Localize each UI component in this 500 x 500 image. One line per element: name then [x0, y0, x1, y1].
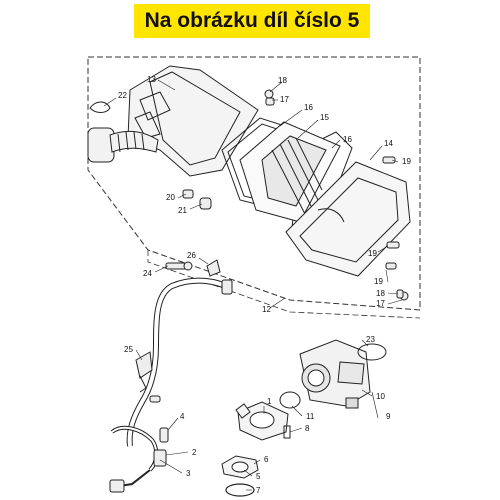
callout-11: 11	[306, 412, 315, 421]
callout-6: 6	[264, 455, 269, 464]
callout-19-top: 19	[402, 157, 411, 166]
callout-18-top: 18	[278, 76, 287, 85]
callout-9: 9	[386, 412, 391, 421]
callout-10: 10	[376, 392, 385, 401]
o-ring-part	[225, 483, 255, 497]
callout-19-bottom: 19	[374, 277, 383, 286]
hose-clip-parts	[149, 279, 233, 403]
callout-labels: 13 22 18 17 16 15 16 14 19 20 21 19 24 2…	[118, 75, 411, 495]
callout-8: 8	[305, 424, 310, 433]
callout-23: 23	[366, 335, 375, 344]
throttle-sensor-hose-parts	[109, 425, 169, 493]
callout-15: 15	[320, 113, 329, 122]
callout-17-top: 17	[280, 95, 289, 104]
air-filter-case-part	[127, 65, 259, 177]
intake-duct-part	[87, 101, 159, 163]
callout-14: 14	[384, 139, 393, 148]
callout-26: 26	[187, 251, 196, 260]
page-title: Na obrázku díl číslo 5	[144, 9, 360, 32]
callout-2: 2	[192, 448, 197, 457]
callout-16-right: 16	[343, 135, 352, 144]
callout-19-middle: 19	[368, 249, 377, 258]
drain-plug-parts	[182, 189, 212, 210]
callout-16-left: 16	[304, 103, 313, 112]
callout-3: 3	[186, 469, 191, 478]
callout-20: 20	[166, 193, 175, 202]
callout-22: 22	[118, 91, 127, 100]
callout-17-bottom: 17	[376, 299, 385, 308]
callout-12: 12	[262, 305, 271, 314]
callout-21: 21	[178, 206, 187, 215]
callout-1: 1	[267, 397, 272, 406]
callout-7: 7	[256, 486, 261, 495]
leader-lines	[103, 79, 403, 491]
bolt-part	[165, 261, 193, 271]
callout-4: 4	[180, 412, 185, 421]
filter-element-part	[239, 121, 341, 223]
callout-18-bottom: 18	[376, 289, 385, 298]
callout-5: 5	[256, 472, 261, 481]
title-banner-background	[134, 4, 370, 38]
filter-cover-part	[285, 161, 411, 277]
air-filter-assembly-boundary	[87, 56, 421, 311]
gasket-5-part	[221, 455, 259, 479]
joint-manifold-part	[235, 401, 289, 441]
throttle-body-part	[299, 339, 387, 409]
bracket-part	[206, 259, 221, 277]
callout-24: 24	[143, 269, 152, 278]
hose-holder-part	[135, 351, 153, 393]
callout-25: 25	[124, 345, 133, 354]
lower-assembly-boundary	[147, 250, 421, 319]
callout-13: 13	[147, 75, 156, 84]
